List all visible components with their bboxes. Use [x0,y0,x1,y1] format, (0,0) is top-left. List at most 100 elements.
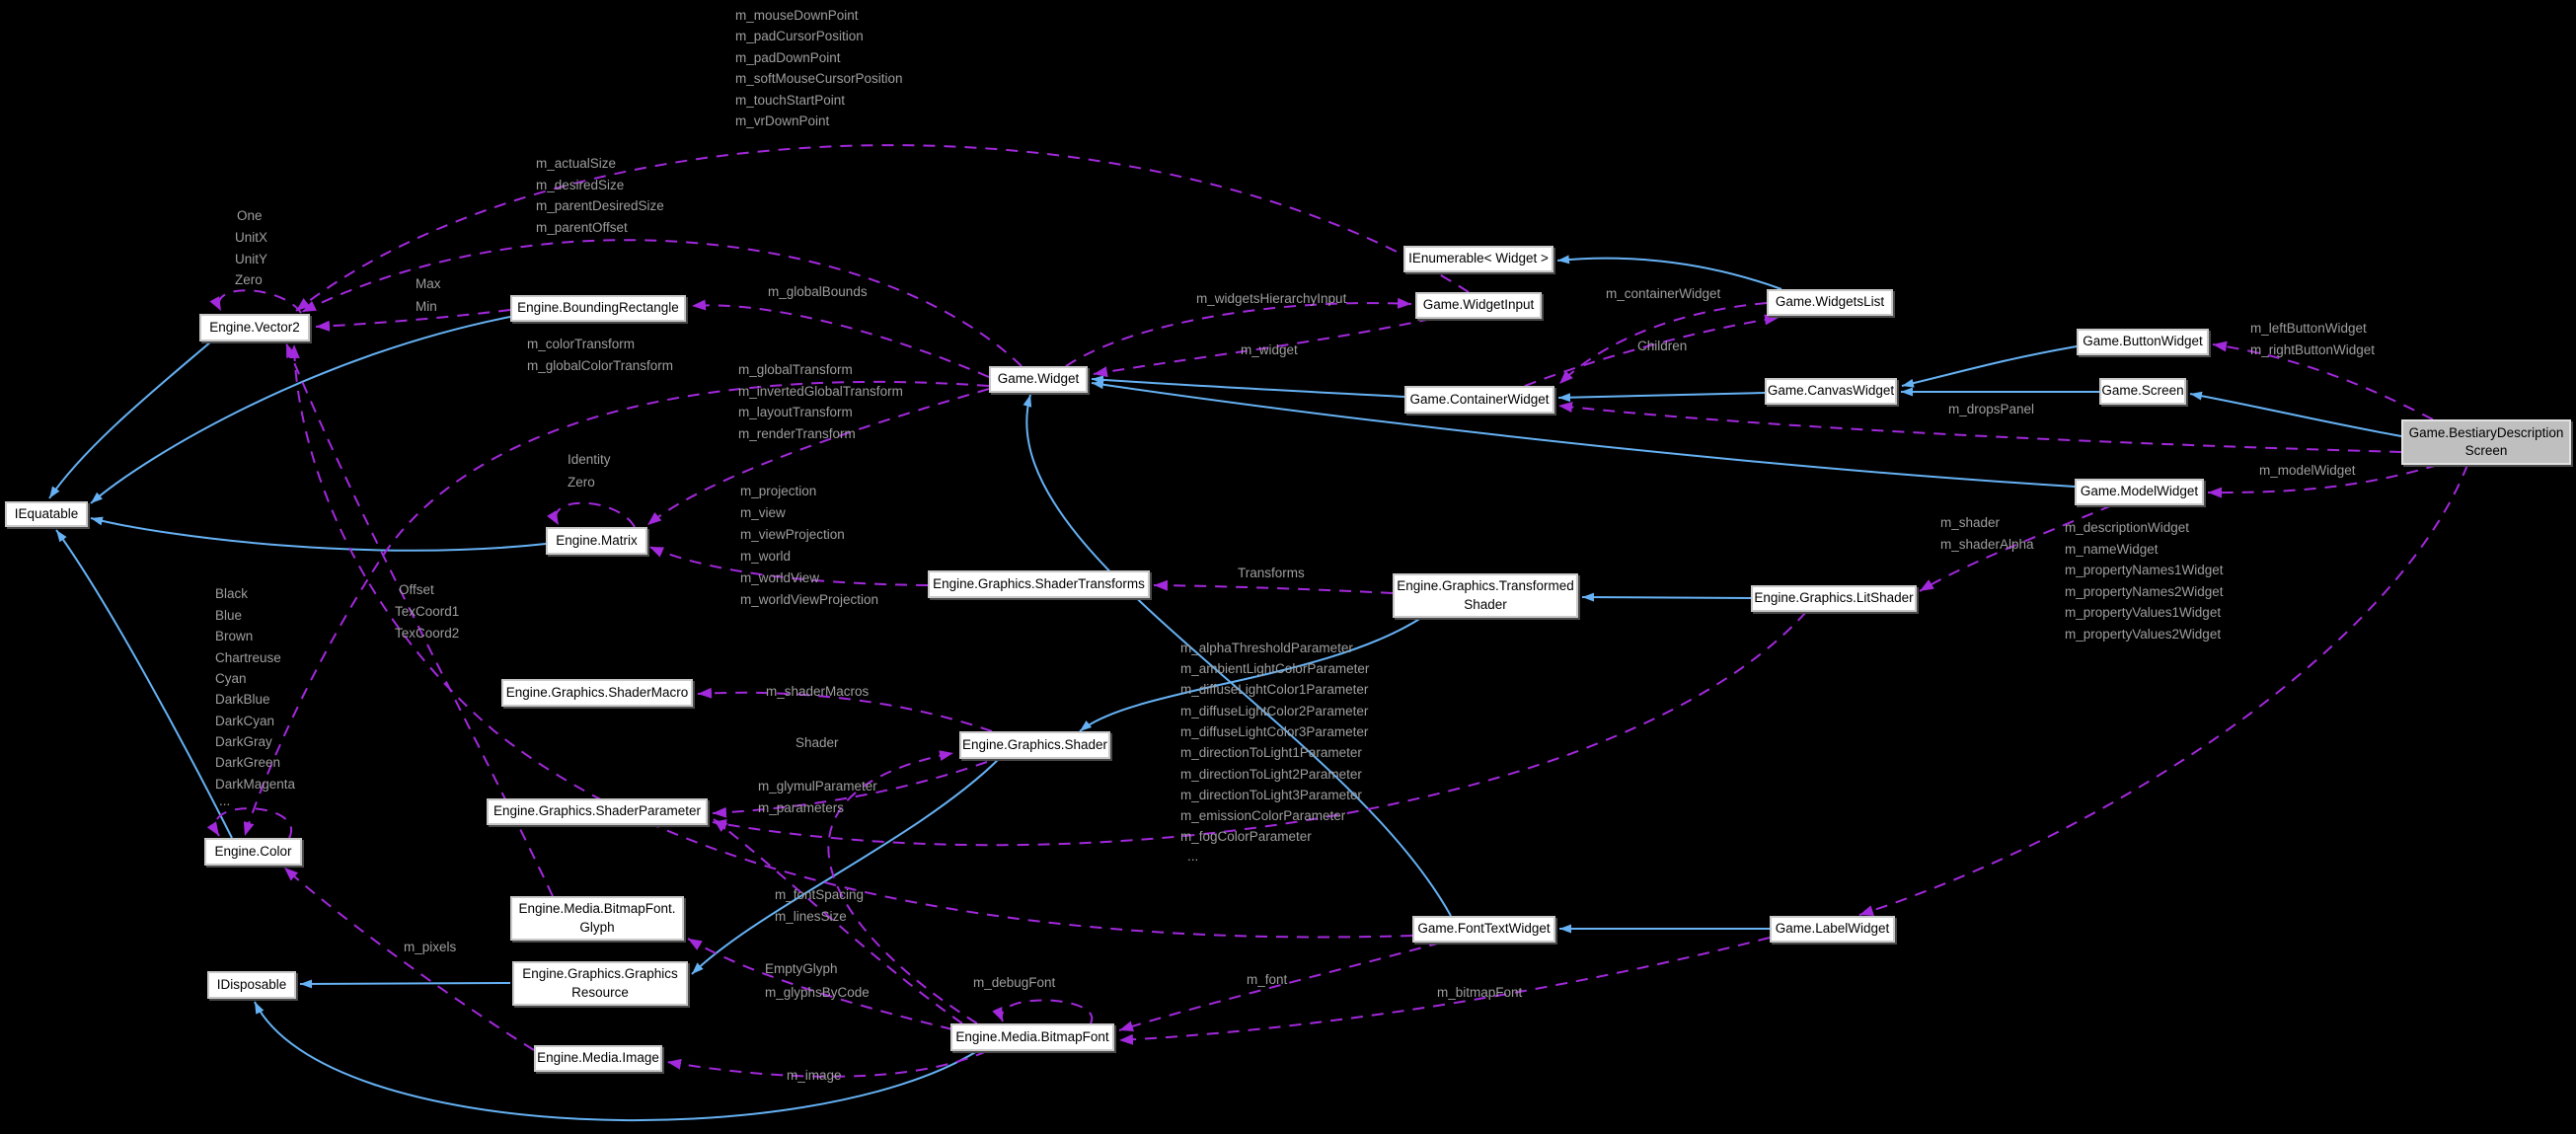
node-shader[interactable]: Engine.Graphics.Shader [959,731,1110,759]
node-widgetslist[interactable]: Game.WidgetsList [1767,289,1893,316]
edge-label-unitY: UnitY [235,252,268,266]
edge-label-directionToLight2Parameter: m_directionToLight2Parameter [1180,767,1362,782]
edge-label-widgetMember: m_widget [1241,342,1298,357]
edge-label-directionToLight3Parameter: m_directionToLight3Parameter [1180,788,1362,802]
edge-label-projection: m_projection [740,484,817,498]
edge-label-touchStartPoint: m_touchStartPoint [735,93,846,108]
usage-edge [691,299,990,378]
node-ienumerablewidget[interactable]: IEnumerable< Widget > [1403,246,1553,272]
edge-label-worldView: m_worldView [740,570,820,585]
node-transformedshader[interactable]: Engine.Graphics.Transformed Shader [1393,573,1578,618]
edge-label-alphaThresholdParameter: m_alphaThresholdParameter [1180,641,1353,655]
edge-label-nameWidget: m_nameWidget [2065,542,2159,557]
edge-label-renderTransform: m_renderTransform [738,426,856,441]
edge-label-glymulParameter: m_glymulParameter [758,779,877,794]
inheritance-edge [254,1001,978,1122]
edge-label-actualSize: m_actualSize [536,156,617,171]
edge-label-cyan: Cyan [215,671,247,686]
usage-edge [243,380,990,837]
inheritance-edge [1091,380,2076,488]
inheritance-edge [1079,617,1422,732]
edge-label-parentDesiredSize: m_parentDesiredSize [536,198,664,213]
edge-label-directionToLight1Parameter: m_directionToLight1Parameter [1180,745,1362,760]
usage-edge [648,546,929,586]
node-mediaimage[interactable]: Engine.Media.Image [534,1045,662,1072]
node-litshader[interactable]: Engine.Graphics.LitShader [1751,585,1917,612]
edge-label-globalBounds: m_globalBounds [768,284,868,299]
usage-edge [992,999,1094,1024]
edge-label-darkCyan: DarkCyan [215,714,275,728]
usage-edge [288,343,1413,939]
edge-label-propertyNames2Widget: m_propertyNames2Widget [2065,584,2224,599]
edge-label-ambientLightColorParameter: m_ambientLightColorParameter [1180,661,1370,676]
usage-edge [697,687,993,732]
edge-label-min: Min [416,299,437,314]
node-labelwidget[interactable]: Game.LabelWidget [1770,916,1895,943]
node-bitmapfontglyph[interactable]: Engine.Media.BitmapFont. Glyph [510,896,684,941]
usage-edge [315,309,511,332]
usage-edge [712,611,1807,847]
edge-label-unitX: UnitX [235,230,268,245]
edge-label-children: Children [1637,339,1688,353]
node-containerwidget[interactable]: Game.ContainerWidget [1404,386,1554,414]
node-bestiarydescriptionscreen[interactable]: Game.BestiaryDescription Screen [2401,419,2571,465]
inheritance-edge [691,758,1000,975]
node-widgetinput[interactable]: Game.WidgetInput [1415,292,1542,319]
edge-label-vrDownPoint: m_vrDownPoint [735,113,830,128]
usage-edge [712,761,988,818]
inheritance-edge [48,340,212,499]
node-shadertransforms[interactable]: Engine.Graphics.ShaderTransforms [928,570,1150,598]
usage-edge [827,750,978,1024]
inheritance-edge [1901,345,2078,388]
node-widget[interactable]: Game.Widget [989,366,1088,393]
edge-label-max: Max [416,276,441,291]
node-iequatable[interactable]: IEquatable [5,501,88,527]
edge-label-leftButtonWidget: m_leftButtonWidget [2250,321,2367,336]
usage-edge [1093,318,1432,378]
node-mediabitmapfont[interactable]: Engine.Media.BitmapFont [950,1023,1114,1051]
edge-label-widgetsHierarchyInput: m_widgetsHierarchyInput [1196,291,1347,306]
edge-label-font: m_font [1247,972,1288,987]
edge-label-view: m_view [740,505,786,520]
node-buttonwidget[interactable]: Game.ButtonWidget [2077,329,2209,355]
node-shaderparameter[interactable]: Engine.Graphics.ShaderParameter [487,798,708,825]
edge-label-shaderMacros: m_shaderMacros [766,684,870,699]
usage-edge [301,239,1023,367]
edge-label-softMouseCursorPosition: m_softMouseCursorPosition [735,71,903,86]
edge-label-colorsEllipsis: ... [219,794,231,808]
edge-label-emissionColorParameter: m_emissionColorParameter [1180,808,1346,823]
node-color[interactable]: Engine.Color [204,838,302,866]
usage-edge [2207,464,2439,498]
edge-label-texCoord1: TexCoord1 [395,604,460,619]
node-canvaswidget[interactable]: Game.CanvasWidget [1765,378,1897,405]
edge-label-shaderAlpha: m_shaderAlpha [1940,537,2034,552]
node-idisposable[interactable]: IDisposable [207,971,296,999]
usage-edge [1858,464,2468,916]
edge-label-mouseDownPoint: m_mouseDownPoint [735,8,859,23]
usage-edge [1524,314,1780,387]
node-vector2[interactable]: Engine.Vector2 [199,314,310,341]
edge-label-modelWidgetMember: m_modelWidget [2259,463,2356,478]
inheritance-edge [2189,391,2402,437]
usage-edge [283,867,535,1051]
node-matrix[interactable]: Engine.Matrix [546,527,647,555]
edge-label-descriptionWidget: m_descriptionWidget [2065,520,2190,535]
node-shadermacro[interactable]: Engine.Graphics.ShaderMacro [501,679,693,707]
node-screen[interactable]: Game.Screen [2099,378,2186,405]
edge-label-parameters: m_parameters [758,800,845,815]
edge-label-blue: Blue [215,608,243,623]
edge-label-layoutTransform: m_layoutTransform [738,405,853,419]
edge-label-invertedGlobalTransform: m_invertedGlobalTransform [738,384,903,399]
node-graphicsresource[interactable]: Engine.Graphics.Graphics Resource [512,961,688,1006]
edge-label-transforms: Transforms [1238,566,1305,580]
node-boundingrectangle[interactable]: Engine.BoundingRectangle [510,295,686,322]
inheritance-edge [1581,592,1752,602]
edge-label-bitmapFont: m_bitmapFont [1437,985,1523,1000]
edge-label-padDownPoint: m_padDownPoint [735,50,841,65]
inheritance-edge [1557,392,1766,403]
node-modelwidget[interactable]: Game.ModelWidget [2075,479,2204,505]
node-fonttextwidget[interactable]: Game.FontTextWidget [1412,916,1555,943]
edge-label-darkGray: DarkGray [215,734,272,749]
edge-label-darkMagenta: DarkMagenta [215,777,296,792]
